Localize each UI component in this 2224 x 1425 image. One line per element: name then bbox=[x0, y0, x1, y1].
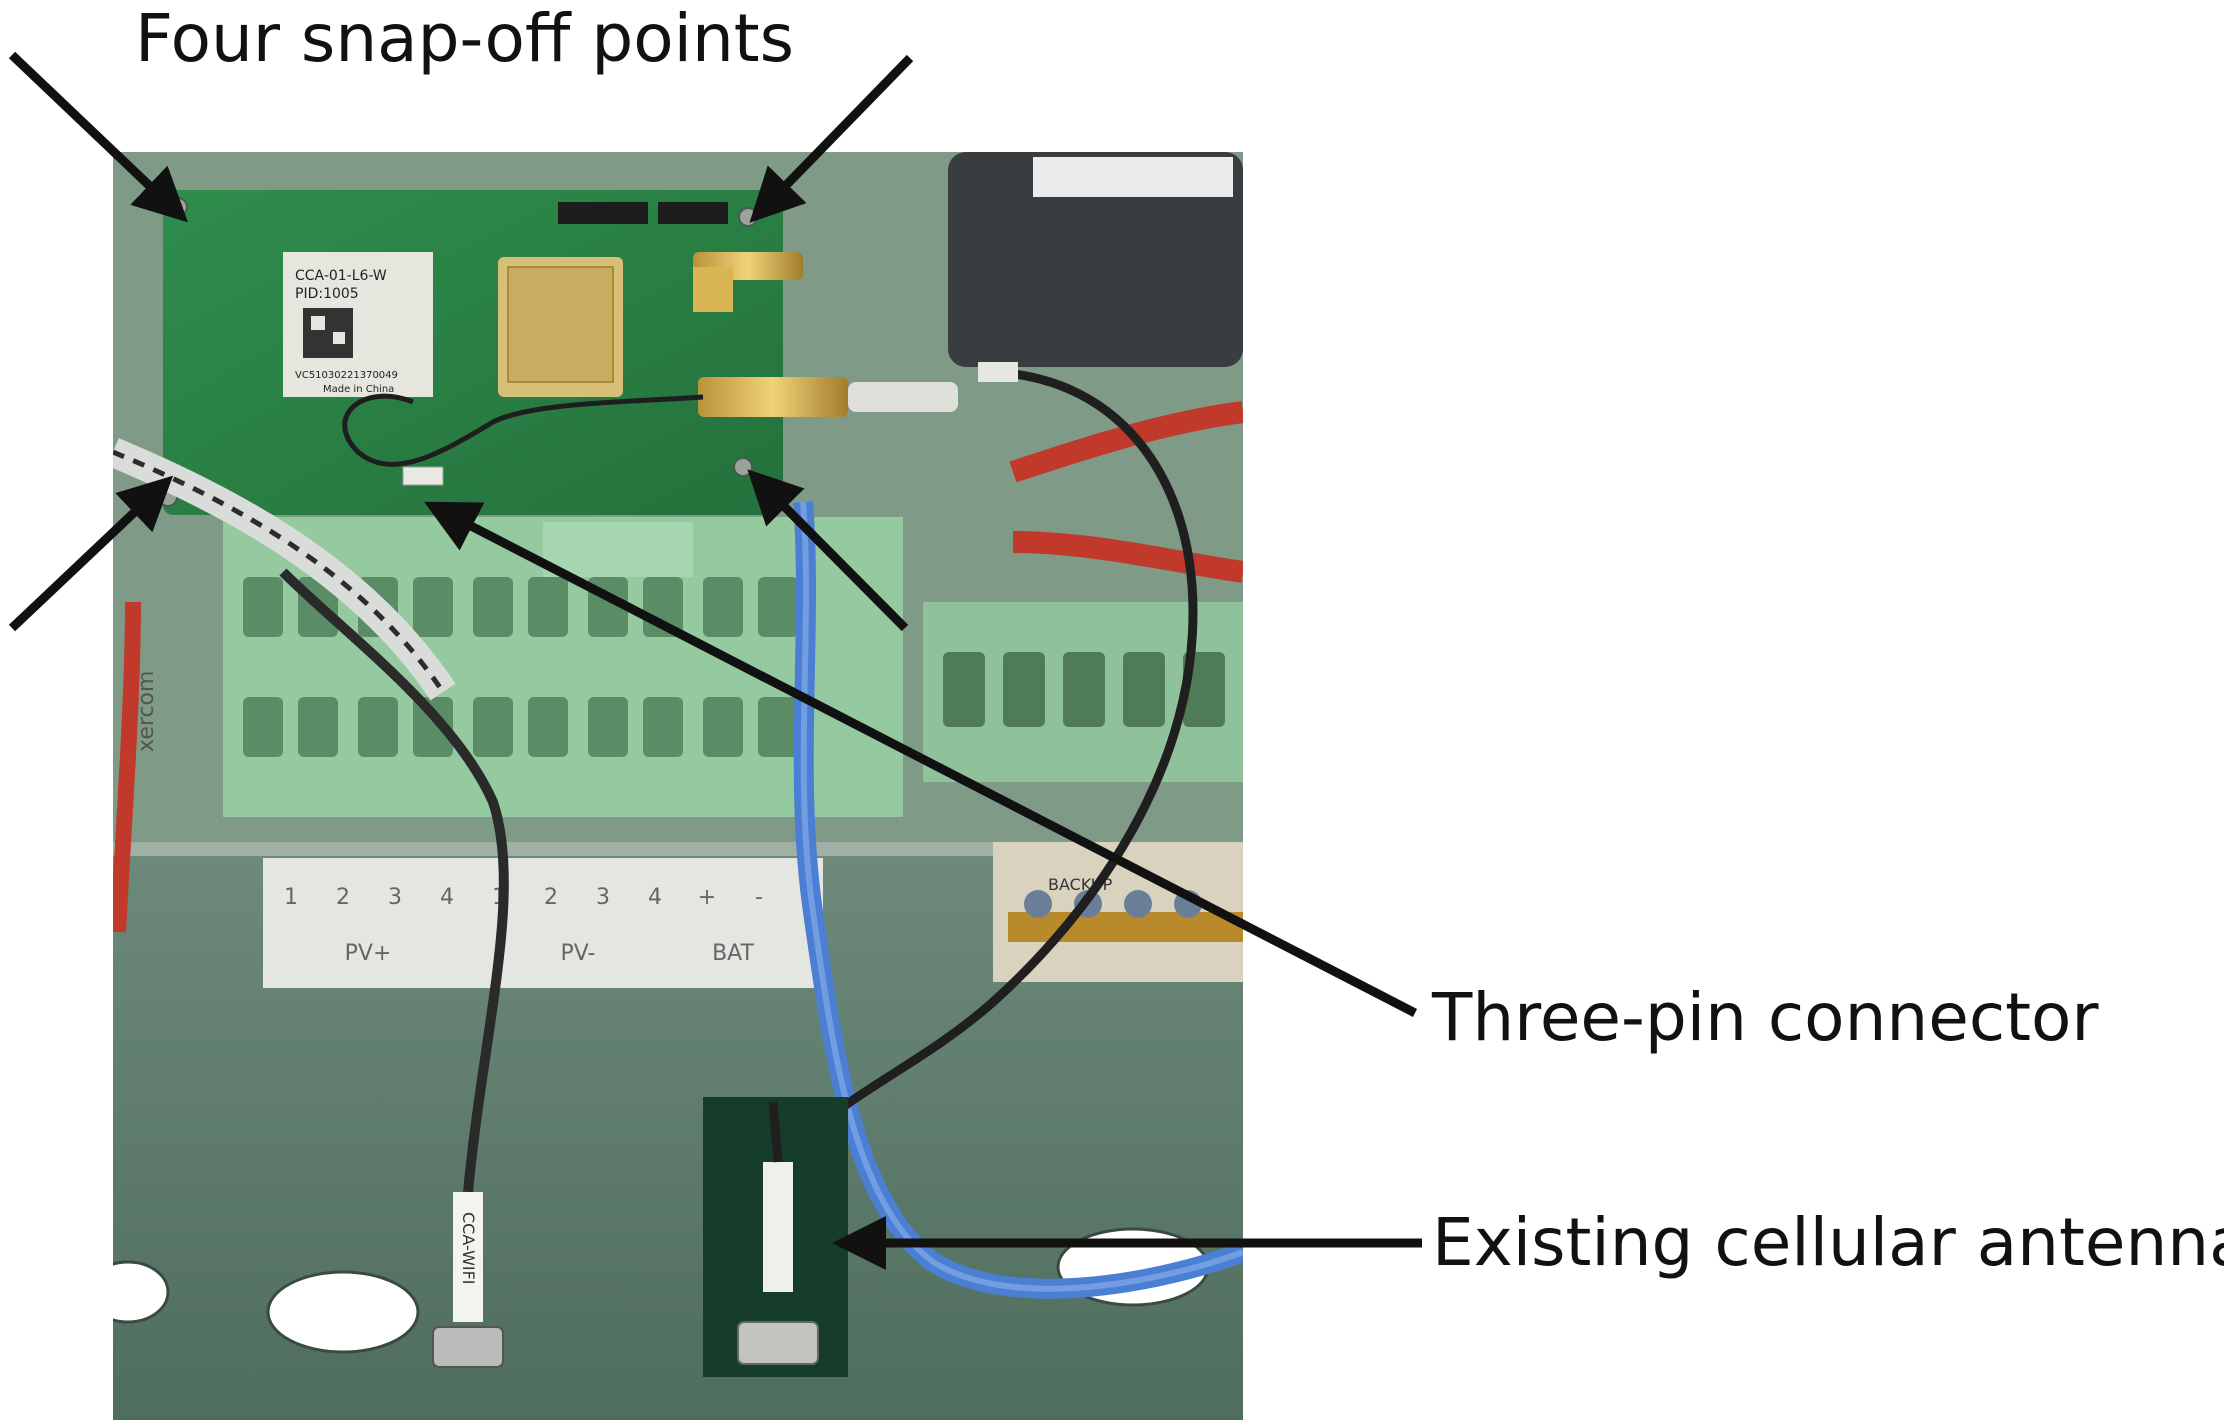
cellular-antenna-nut bbox=[737, 1321, 819, 1365]
transformer-box bbox=[948, 152, 1243, 367]
module-model-text: CCA-01-L6-W bbox=[295, 268, 387, 284]
red-cable-upper bbox=[1009, 401, 1243, 483]
module-serial-text: VC51030221370049 bbox=[295, 370, 398, 381]
pv-num-7: 3 bbox=[596, 885, 610, 910]
pv-num-minus: - bbox=[755, 885, 763, 910]
knockout-holes bbox=[113, 1227, 1210, 1354]
pv-label-plate: 1 2 3 4 1 2 3 4 + - PV+ PV- BAT bbox=[263, 858, 823, 988]
pv-num-3: 3 bbox=[388, 885, 402, 910]
module-pid-text: PID:1005 bbox=[295, 286, 359, 302]
board-brand-text: xercom bbox=[134, 671, 159, 752]
inverter-wiring-photo: CCA-01-L6-W PID:1005 VC51030221370049 Ma… bbox=[113, 152, 1243, 1420]
three-pin-connector bbox=[402, 466, 444, 486]
pv-num-8: 4 bbox=[648, 885, 662, 910]
pigtail-cable bbox=[342, 393, 704, 467]
pv-minus-group: PV- bbox=[561, 941, 596, 966]
module-origin-text: Made in China bbox=[323, 384, 394, 395]
comm-board bbox=[163, 190, 783, 515]
header-pins bbox=[558, 202, 728, 224]
pv-num-1: 1 bbox=[284, 885, 298, 910]
pv-num-2: 2 bbox=[336, 885, 350, 910]
cellular-antenna-label: Existing cellular antenna bbox=[1432, 1204, 2224, 1281]
sma-connector-upper bbox=[693, 252, 803, 312]
small-terminal bbox=[543, 522, 693, 577]
wifi-tag-text: CCA-WIFI bbox=[459, 1212, 478, 1285]
snap-off-points-label: Four snap-off points bbox=[135, 0, 795, 77]
wifi-antenna-nut bbox=[432, 1326, 504, 1368]
pv-num-6: 2 bbox=[544, 885, 558, 910]
pv-num-plus: + bbox=[698, 885, 716, 910]
pv-num-4: 4 bbox=[440, 885, 454, 910]
cellular-antenna-tag bbox=[763, 1162, 793, 1292]
wifi-antenna-tag bbox=[453, 1192, 483, 1322]
bat-group: BAT bbox=[712, 941, 754, 966]
three-pin-connector-label: Three-pin connector bbox=[1432, 979, 2099, 1056]
sma-connector-lower bbox=[698, 377, 958, 417]
pv-plus-group: PV+ bbox=[345, 941, 392, 966]
